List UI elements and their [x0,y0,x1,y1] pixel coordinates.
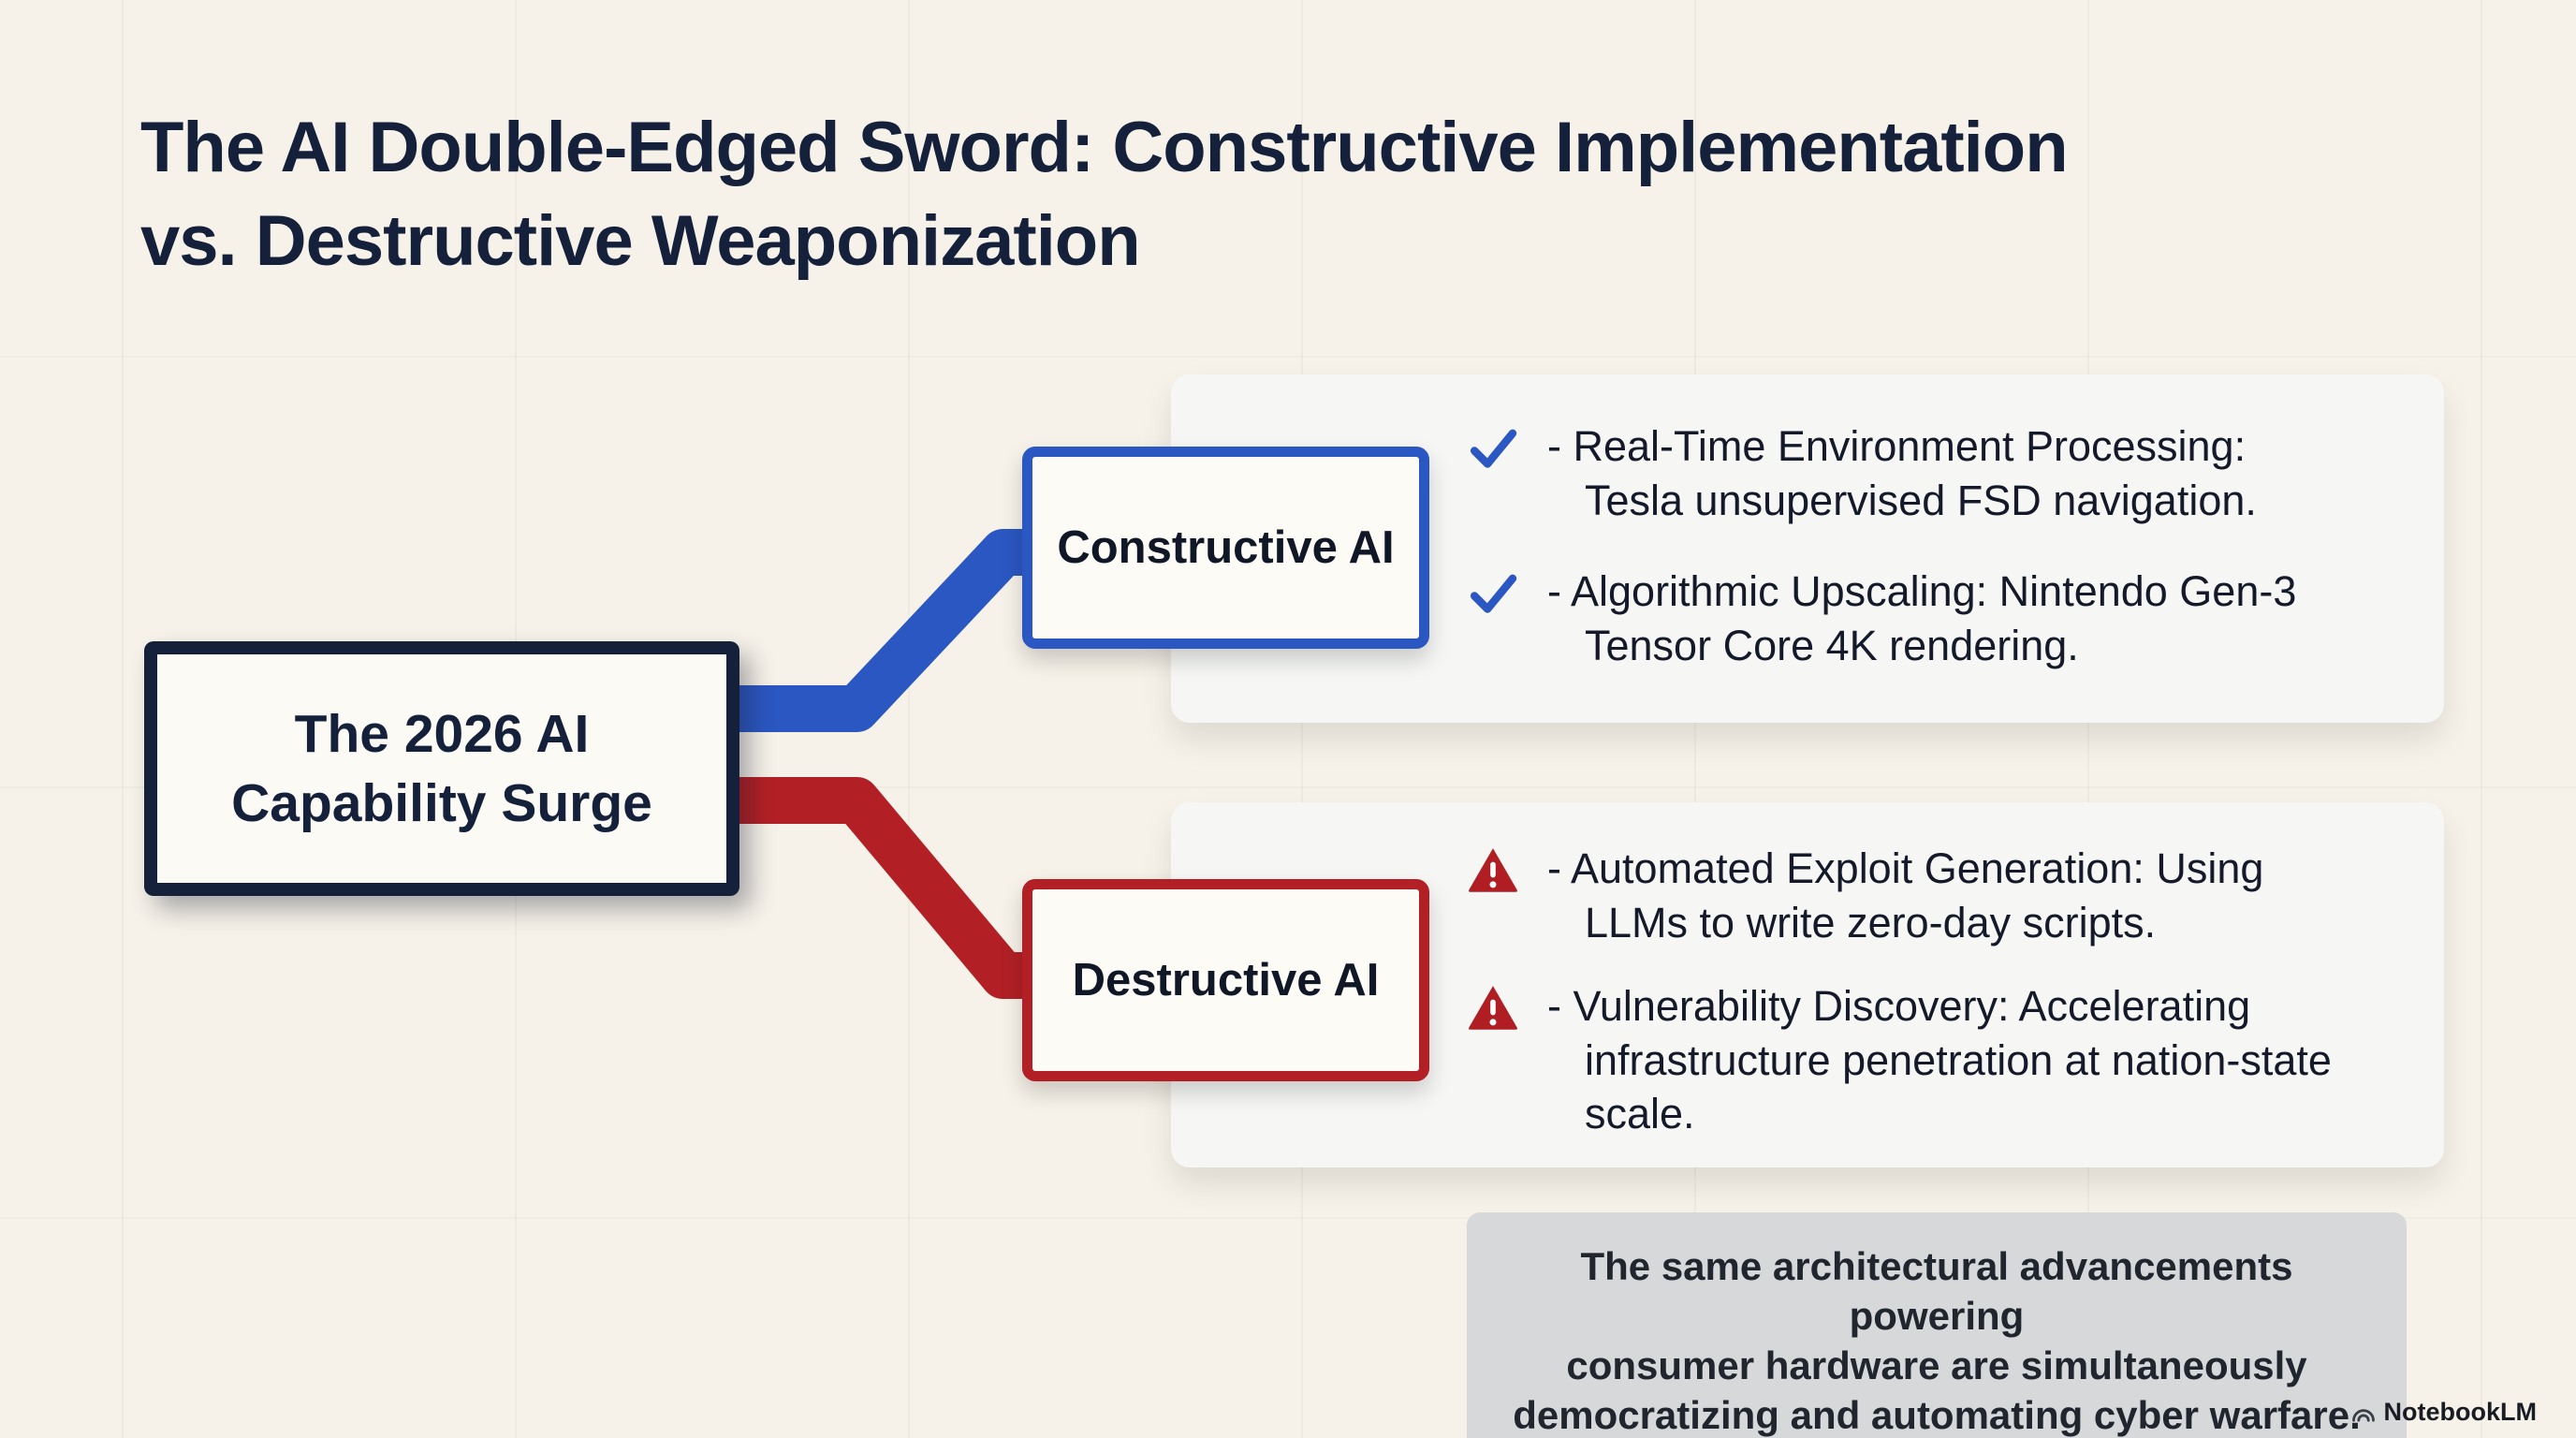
check-icon [1470,429,1517,468]
list-item: - Automated Exploit Generation: Using LL… [1467,842,2392,949]
watermark: NotebookLM [2350,1398,2537,1427]
destructive-item-text: - Automated Exploit Generation: Using LL… [1547,844,2264,946]
constructive-item-text: - Real-Time Environment Processing: Tesl… [1547,422,2257,524]
root-node-label: The 2026 AI Capability Surge [231,703,652,833]
constructive-ai-label: Constructive AI [1057,522,1395,573]
footnote-callout: The same architectural advancements powe… [1467,1212,2407,1438]
destructive-ai-label: Destructive AI [1072,955,1380,1005]
list-item: - Real-Time Environment Processing: Tesl… [1467,419,2392,527]
warning-triangle-icon [1469,848,1517,892]
check-icon [1470,574,1517,613]
constructive-ai-node: Constructive AI [1022,447,1429,649]
constructive-item-text: - Algorithmic Upscaling: Nintendo Gen-3 … [1547,567,2297,669]
watermark-label: NotebookLM [2383,1398,2537,1426]
footnote-text: The same architectural advancements powe… [1513,1244,2361,1437]
page-title: The AI Double-Edged Sword: Constructive … [140,108,2069,282]
root-node: The 2026 AI Capability Surge [144,641,739,896]
constructive-connector [721,529,1053,732]
destructive-item-text: - Vulnerability Discovery: Accelerating … [1547,982,2332,1138]
list-item: - Vulnerability Discovery: Accelerating … [1467,979,2392,1141]
destructive-connector [721,777,1053,999]
warning-triangle-icon [1469,986,1517,1030]
list-item: - Algorithmic Upscaling: Nintendo Gen-3 … [1467,565,2392,672]
destructive-ai-node: Destructive AI [1022,879,1429,1081]
notebooklm-logo-icon [2351,1408,2375,1422]
